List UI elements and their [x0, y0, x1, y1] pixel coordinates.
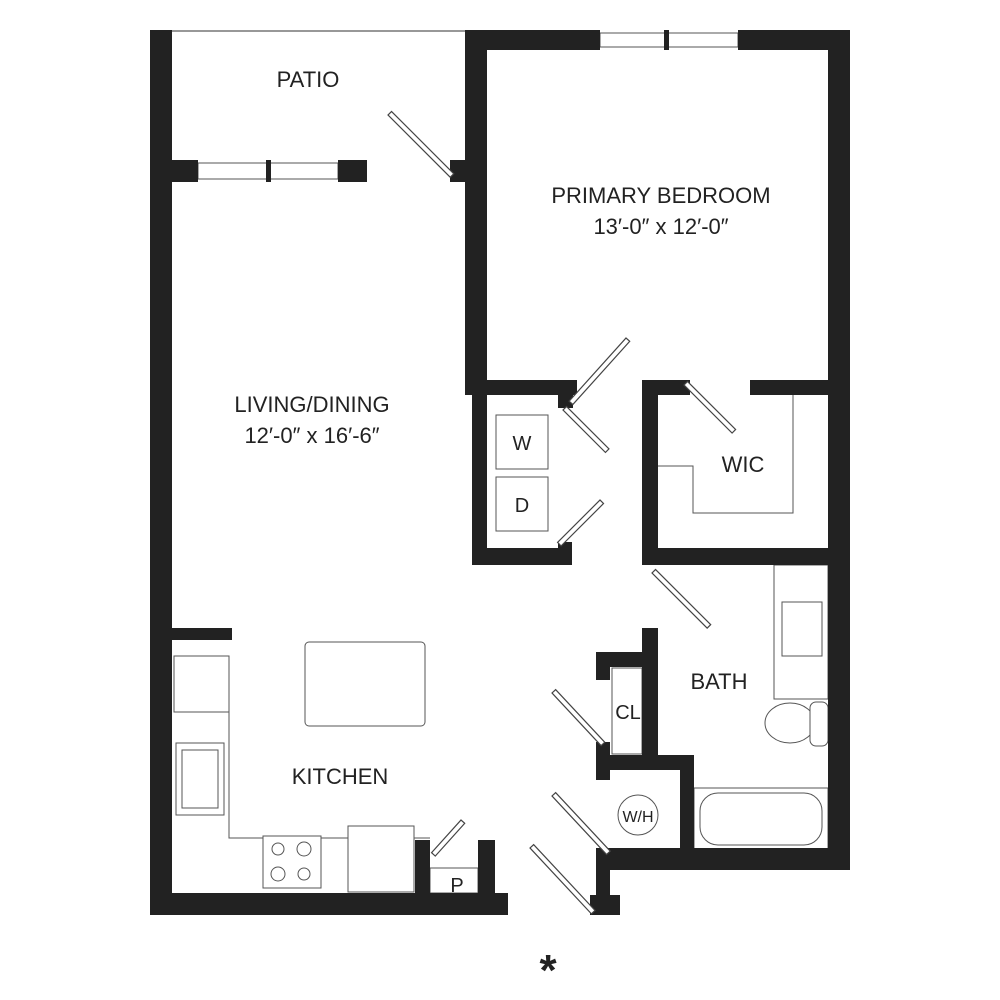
bedroom-label: PRIMARY BEDROOM — [551, 183, 770, 208]
toilet — [764, 702, 816, 744]
kitchen-label: KITCHEN — [292, 764, 389, 789]
washer-label: W — [513, 433, 532, 455]
bath-door — [651, 568, 712, 630]
bath-sink — [781, 601, 823, 657]
living-dining-size: 12′-0″ x 16′-6″ — [244, 423, 379, 448]
bedroom-door — [568, 337, 631, 406]
laundry-door-lower — [556, 499, 605, 547]
bedroom-size: 13′-0″ x 12′-0″ — [593, 214, 728, 239]
refrigerator — [173, 655, 230, 713]
stove — [262, 835, 322, 889]
fixtures — [172, 30, 829, 894]
pantry-label: P — [450, 875, 463, 897]
doors[interactable] — [387, 110, 737, 915]
entry-marker: * — [539, 946, 557, 995]
dishwasher — [347, 825, 415, 893]
walls — [150, 30, 850, 915]
water-heater-label: W/H — [622, 809, 653, 826]
wic-door — [683, 380, 737, 434]
closet-label: CL — [615, 702, 641, 724]
closet-door — [551, 688, 606, 747]
dryer-label: D — [515, 495, 529, 517]
laundry-door-upper — [562, 405, 610, 454]
bath-label: BATH — [690, 669, 747, 694]
water-heater — [617, 794, 659, 836]
patio-label: PATIO — [277, 67, 340, 92]
closet-shelf — [611, 667, 643, 755]
kitchen-island — [304, 641, 426, 727]
pantry-door — [430, 819, 466, 857]
washer — [495, 414, 549, 470]
dryer — [495, 476, 549, 532]
water-heater-door — [551, 791, 612, 856]
wic-label: WIC — [722, 452, 765, 477]
entry-door — [529, 843, 596, 915]
patio-door — [387, 110, 455, 179]
living-dining-label: LIVING/DINING — [234, 392, 389, 417]
